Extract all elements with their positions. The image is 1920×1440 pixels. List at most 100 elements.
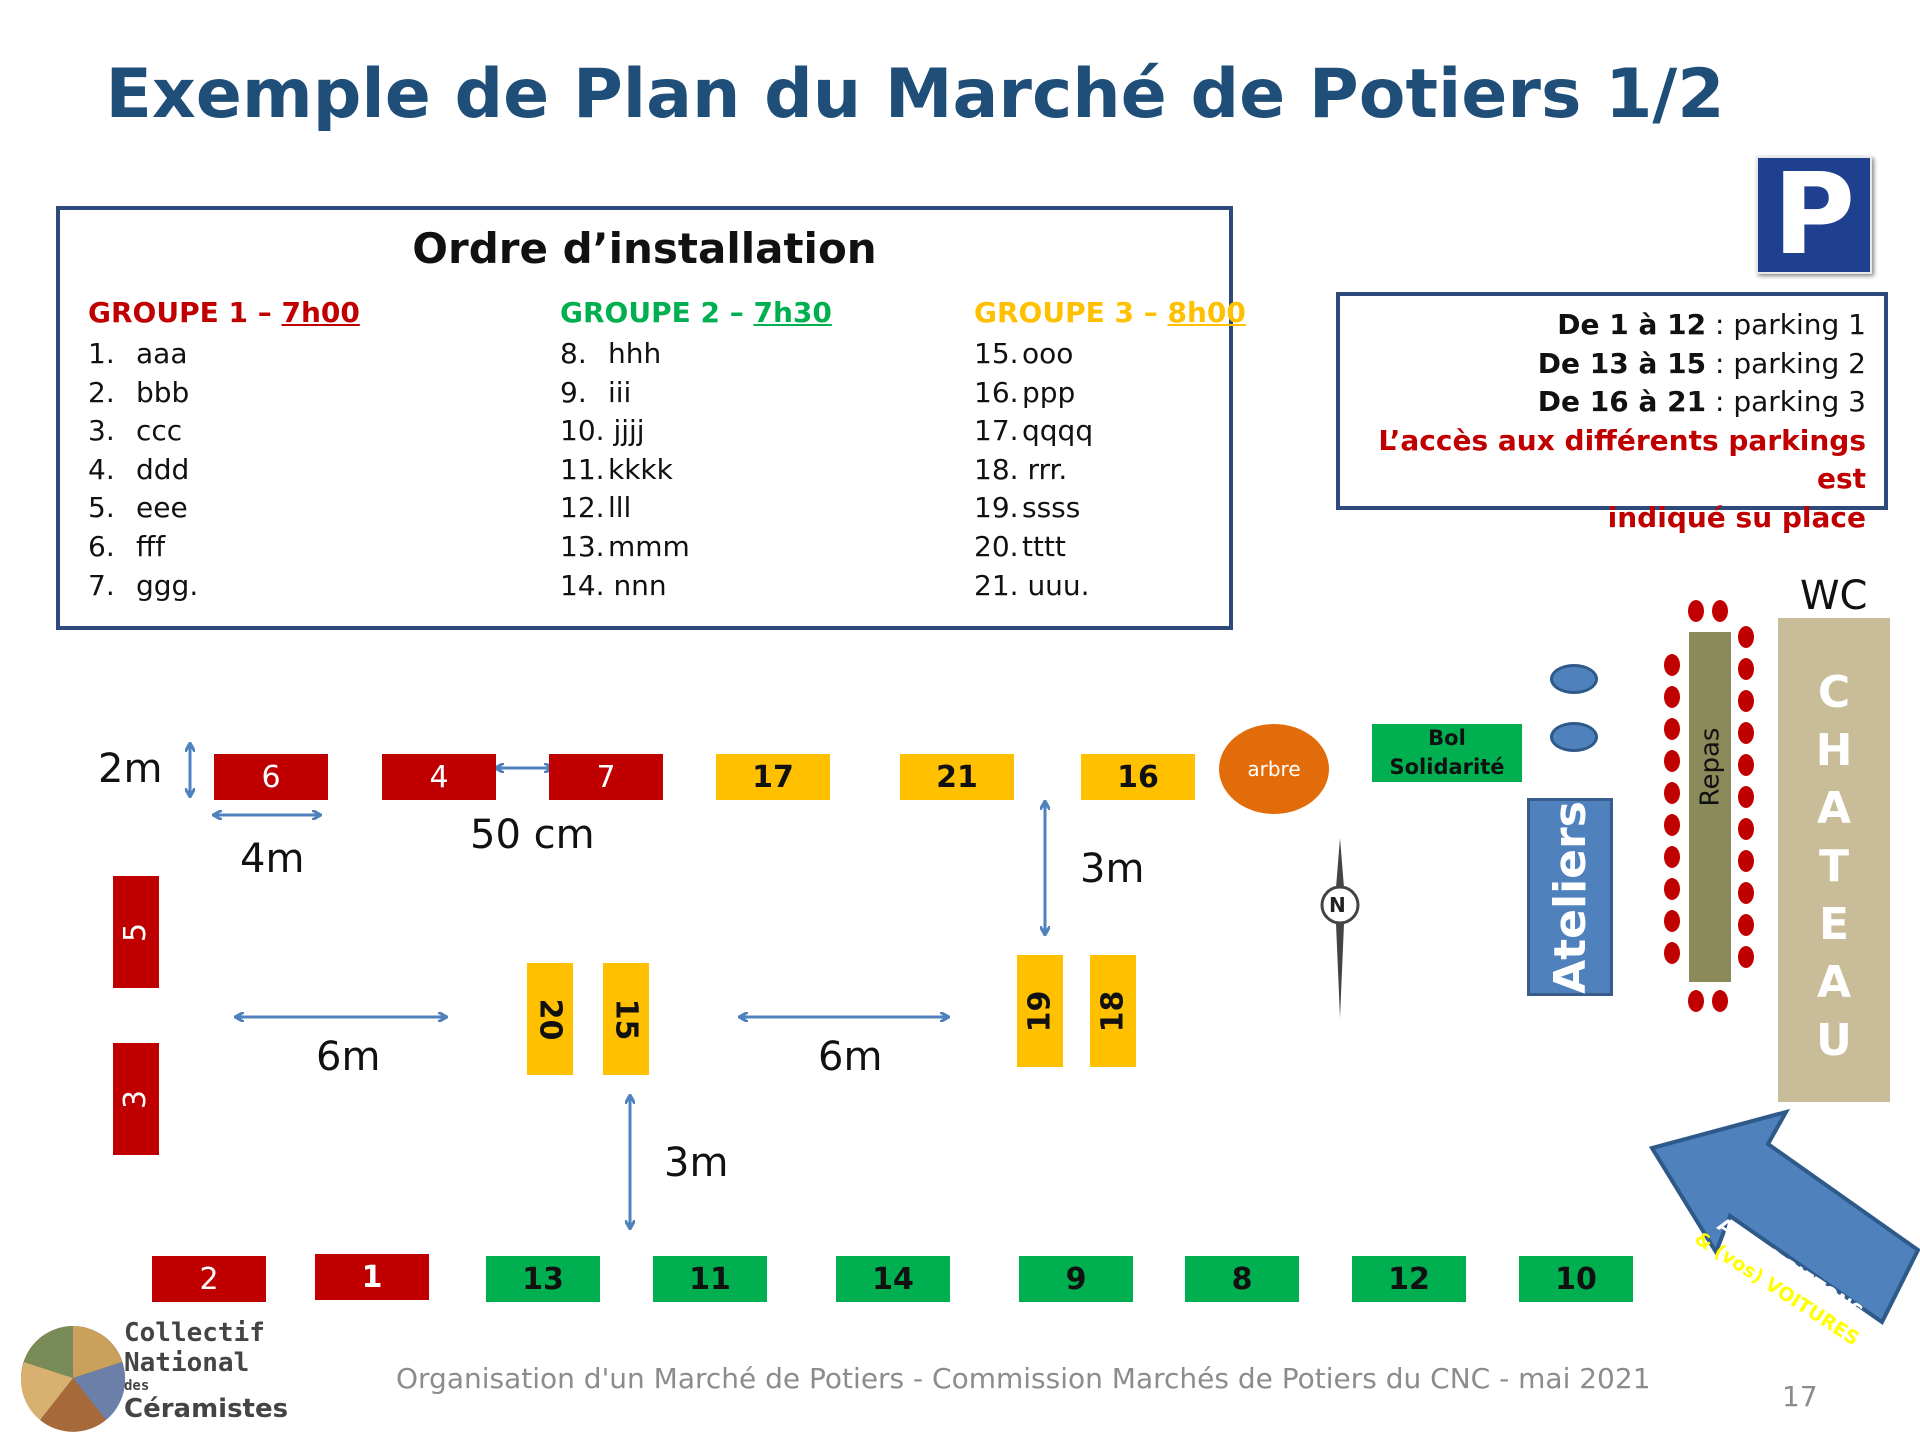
chair-dot (1664, 654, 1680, 676)
group-2-heading: GROUPE 2 – 7h30 (560, 296, 832, 329)
stand-10: 10 (1519, 1256, 1633, 1302)
list-item: 12.lll (560, 491, 632, 525)
ateliers-area: Ateliers (1527, 798, 1613, 996)
chair-dot (1688, 990, 1704, 1012)
stand-17: 17 (716, 754, 830, 800)
compass-north-label: N (1329, 893, 1346, 917)
tree-arbre: arbre (1219, 724, 1329, 814)
chair-dot (1664, 910, 1680, 932)
chair-dot (1738, 658, 1754, 680)
installation-order-box: Ordre d’installation GROUPE 1 – 7h00 1.a… (56, 206, 1246, 630)
list-item: 4.ddd (88, 452, 190, 486)
chair-dot (1712, 990, 1728, 1012)
stand-5: 5 (113, 876, 159, 988)
stand-14: 14 (836, 1256, 950, 1302)
group-3-time: 8h00 (1167, 296, 1246, 329)
parking-sign-icon: P (1756, 156, 1872, 274)
list-item: 5.eee (88, 491, 188, 525)
stand-19: 19 (1017, 955, 1063, 1067)
chair-dot (1738, 754, 1754, 776)
access-arrow-icon (1648, 1108, 1920, 1325)
chair-dot (1738, 914, 1754, 936)
chair-dot (1738, 786, 1754, 808)
dim-3m-bottom: 3m (664, 1140, 729, 1186)
group-2-label: GROUPE 2 – (560, 296, 754, 329)
chair-dot (1664, 942, 1680, 964)
stand-4: 4 (382, 754, 496, 800)
list-item: 13.mmm (560, 529, 690, 563)
stand-11: 11 (653, 1256, 767, 1302)
chair-dot (1738, 722, 1754, 744)
chair-dot (1738, 626, 1754, 648)
group-1-label: GROUPE 1 – (88, 296, 282, 329)
cnc-logo-text: Collectif National des Céramistes (124, 1318, 289, 1424)
group-2: GROUPE 2 – 7h30 8.hhh 9.iii 10. jjjj 11.… (560, 296, 832, 605)
chair-dot (1664, 718, 1680, 740)
dim-4m: 4m (240, 836, 305, 882)
list-item: 2.bbb (88, 375, 190, 409)
parking-note-line-2: indiqué su place (1607, 500, 1866, 534)
group-1: GROUPE 1 – 7h00 1.aaa 2.bbb 3.ccc 4.ddd … (88, 296, 360, 605)
list-item: 14. nnn (560, 568, 667, 602)
stand-12: 12 (1352, 1256, 1466, 1302)
chair-dot (1688, 600, 1704, 622)
chair-dot (1664, 814, 1680, 836)
chair-dot (1664, 878, 1680, 900)
order-heading: Ordre d’installation (412, 224, 877, 273)
stand-2: 2 (152, 1256, 266, 1302)
list-item: 17.qqqq (974, 414, 1094, 448)
stand-8: 8 (1185, 1256, 1299, 1302)
list-item: 3.ccc (88, 414, 183, 448)
list-item: 15.ooo (974, 337, 1074, 370)
list-item: 19.ssss (974, 491, 1081, 525)
compass-icon (1320, 838, 1360, 1018)
oval-table-2 (1550, 722, 1598, 752)
footer-text: Organisation d'un Marché de Potiers - Co… (396, 1362, 1651, 1395)
chair-dot (1738, 818, 1754, 840)
group-3: GROUPE 3 – 8h00 15.ooo 16.ppp 17.qqqq 18… (974, 296, 1246, 605)
stand-18: 18 (1090, 955, 1136, 1067)
chair-dot (1738, 882, 1754, 904)
page-number: 17 (1782, 1380, 1818, 1413)
dim-50cm: 50 cm (470, 812, 595, 858)
stand-3: 3 (113, 1043, 159, 1155)
chair-dot (1664, 782, 1680, 804)
list-item: 21. uuu. (974, 568, 1090, 602)
list-item: 9.iii (560, 375, 632, 409)
group-2-time: 7h30 (753, 296, 832, 329)
group-3-heading: GROUPE 3 – 8h00 (974, 296, 1246, 329)
list-item: 7.ggg. (88, 568, 199, 602)
page-title: Exemple de Plan du Marché de Potiers 1/2 (105, 55, 1725, 134)
list-item: 1.aaa (88, 337, 188, 370)
list-item: 6.fff (88, 529, 166, 563)
list-item: 8.hhh (560, 337, 662, 370)
stand-16: 16 (1081, 754, 1195, 800)
parking-info-box: De 1 à 12 : parking 1 De 13 à 15 : parki… (1336, 292, 1888, 534)
stand-1: 1 (315, 1254, 429, 1300)
list-item: 18. rrr. (974, 452, 1068, 486)
wc-label: WC (1800, 573, 1868, 619)
stand-20: 20 (527, 963, 573, 1075)
parking-line-2: De 13 à 15 : parking 2 (1537, 346, 1866, 380)
cnc-logo-icon (20, 1326, 126, 1432)
dim-6m-left: 6m (316, 1034, 381, 1080)
list-item: 10. jjjj (560, 414, 645, 448)
list-item: 11.kkkk (560, 452, 673, 486)
group-3-label: GROUPE 3 – (974, 296, 1168, 329)
dim-6m-right: 6m (818, 1034, 883, 1080)
dim-2m: 2m (98, 746, 163, 792)
stand-7: 7 (549, 754, 663, 800)
chair-dot (1712, 600, 1728, 622)
chair-dot (1664, 750, 1680, 772)
list-item: 16.ppp (974, 375, 1076, 409)
stand-6: 6 (214, 754, 328, 800)
parking-line-1: De 1 à 12 : parking 1 (1557, 308, 1866, 341)
oval-table-1 (1550, 664, 1598, 694)
dim-3m-top: 3m (1080, 846, 1145, 892)
chair-dot (1738, 946, 1754, 968)
chateau-building: C H A T E A U (1778, 618, 1890, 1102)
stand-15: 15 (603, 963, 649, 1075)
chair-dot (1664, 846, 1680, 868)
